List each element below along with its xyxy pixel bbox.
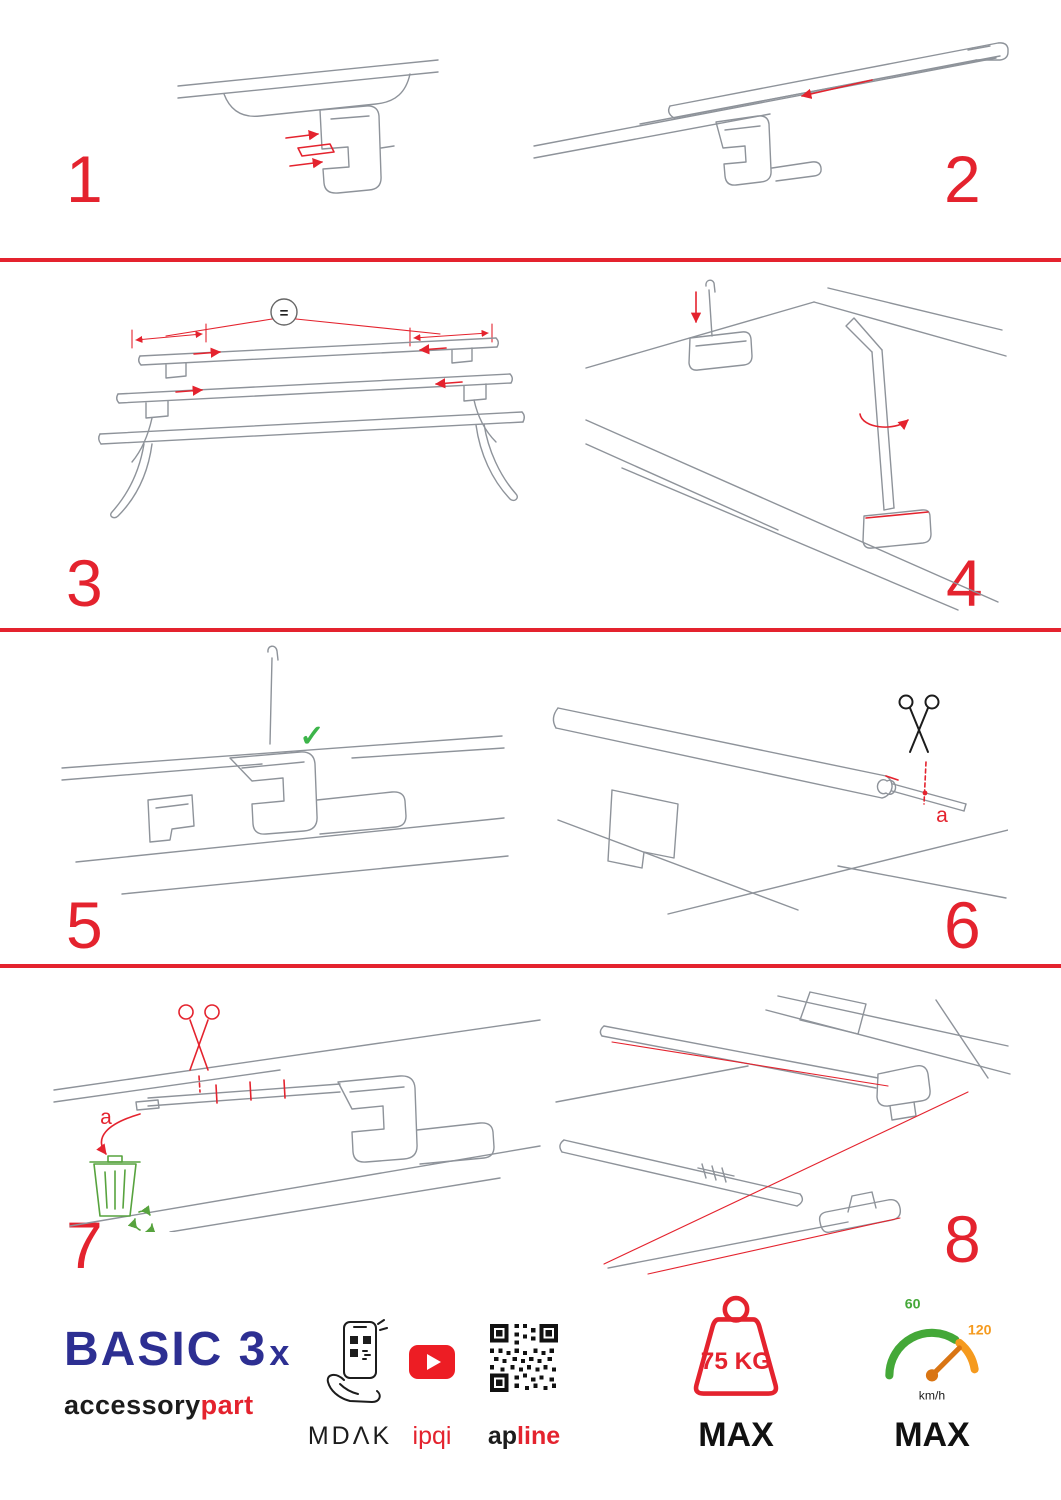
t-bolt-adapter: [818, 1191, 902, 1233]
door-frame-lines: [177, 59, 439, 117]
slide-direction-arrow: [800, 79, 873, 99]
roof-edge-lines: [533, 55, 1001, 159]
brand-sub-accent: part: [200, 1390, 254, 1420]
section-divider-2: [0, 628, 1061, 632]
three-crossbars: [98, 337, 525, 519]
step-8-illustration: [548, 982, 1013, 1277]
excess-strip: [135, 1083, 341, 1111]
scissors-icon: [178, 1004, 220, 1093]
clamp-bracket: [319, 105, 395, 194]
weight-value: 75 KG: [701, 1348, 771, 1375]
brand-title: BASIC 3x: [64, 1326, 291, 1374]
youtube-icon: [408, 1344, 456, 1380]
leader-lines: [603, 1041, 969, 1275]
trash-bin-icon: [89, 1155, 141, 1217]
step-8-number: 8: [944, 1202, 981, 1276]
label-a: a: [100, 1106, 112, 1129]
crossbar-tube: [552, 707, 897, 799]
roof-lines: [53, 1019, 541, 1232]
clamp-bracket: [337, 1075, 495, 1165]
step-1-number: 1: [66, 142, 103, 216]
tighten-arrows: [690, 291, 929, 519]
equals-badge: [270, 298, 298, 326]
step-3-number: 3: [66, 546, 103, 620]
step-5-number: 5: [66, 888, 103, 962]
max-weight-icon: 75 KG: [670, 1292, 802, 1404]
allen-key: [845, 317, 932, 549]
step-4-number: 4: [946, 546, 983, 620]
crossbar: [667, 42, 1009, 119]
brand-logo: BASIC 3x accessorypart: [64, 1326, 291, 1419]
brand-sub-primary: accessory: [64, 1390, 201, 1420]
foot-adjust-arrows: [175, 344, 463, 396]
step-3-illustration: =: [48, 278, 538, 533]
partner-mdak: MDΛK: [307, 1422, 393, 1450]
speed-low-label: 60: [905, 1296, 921, 1312]
clamp-bracket: [715, 115, 822, 186]
step-2-illustration: [520, 18, 1010, 218]
locking-rod: [688, 279, 753, 371]
step-5-illustration: ✓: [52, 640, 512, 900]
speedometer-icon: 60 120 km/h: [866, 1286, 998, 1410]
cut-tick-marks: [96, 1079, 286, 1155]
roof-lines: [555, 991, 1011, 1269]
partner-apline-accent: line: [517, 1422, 561, 1450]
section-divider-3: [0, 964, 1061, 968]
rubber-pad-insert: [285, 130, 335, 169]
qr-code: [488, 1322, 560, 1394]
brand-multiplier: x: [269, 1332, 292, 1373]
equals-symbol: =: [280, 305, 289, 322]
brand-subtitle: accessorypart: [64, 1392, 291, 1419]
speed-high-label: 120: [968, 1323, 992, 1339]
section-divider-1: [0, 258, 1061, 262]
step-7-illustration: a: [40, 982, 550, 1232]
roof-lines: [585, 287, 1007, 611]
qr-scan-phone-icon: [314, 1318, 394, 1406]
step-1-illustration: [168, 48, 448, 238]
scissors-icon: [898, 694, 940, 753]
roof-lines: [61, 735, 509, 895]
step-2-number: 2: [944, 142, 981, 216]
weight-max-label: MAX: [698, 1416, 774, 1454]
step-6-number: 6: [944, 888, 981, 962]
dimension-lines: [131, 318, 493, 349]
lower-crossbar: [559, 1139, 804, 1207]
label-a: a: [936, 804, 948, 827]
step-6-illustration: a: [548, 672, 1008, 917]
excess-strip: [891, 783, 967, 812]
partner-ipqi: ipqi: [412, 1422, 452, 1450]
partner-apline: apline: [472, 1424, 576, 1449]
brand-name: BASIC 3: [64, 1323, 268, 1376]
locking-rod: [267, 645, 279, 745]
step-4-illustration: [578, 272, 1008, 612]
recycle-icon: [127, 1205, 156, 1232]
roof-and-clamp-lines: [557, 789, 1008, 915]
partner-apline-primary: ap: [487, 1422, 518, 1450]
speed-unit-label: km/h: [919, 1389, 945, 1403]
check-icon: ✓: [299, 720, 324, 753]
speed-max-label: MAX: [894, 1416, 970, 1454]
clamp-bracket: [147, 751, 407, 843]
speedometer-needle: [929, 1345, 962, 1378]
cut-mark: [885, 761, 928, 805]
